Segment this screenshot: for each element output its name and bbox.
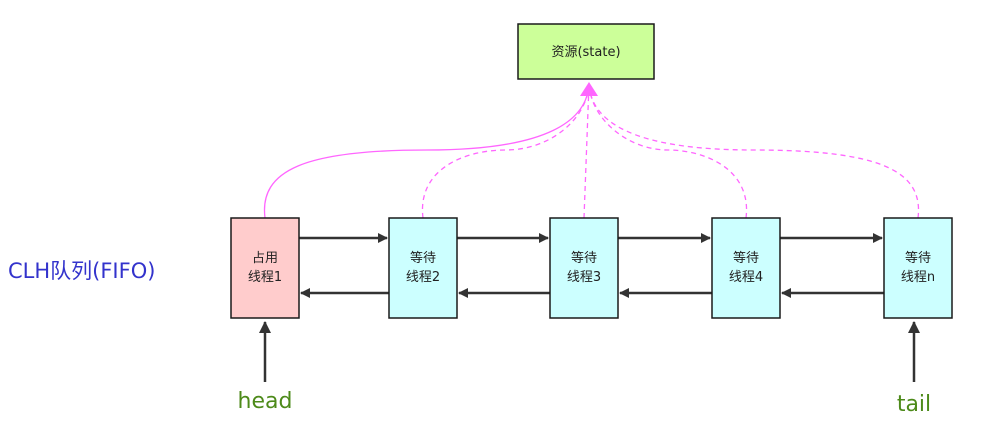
- node-line1: 等待: [905, 250, 931, 266]
- node-line2: 线程4: [729, 270, 763, 285]
- node-line2: 线程3: [567, 270, 601, 285]
- node-line1: 等待: [571, 250, 597, 266]
- node-line1: 占用: [252, 251, 278, 266]
- queue-node-box: [549, 217, 619, 319]
- node-links: [299, 233, 884, 298]
- node-line2: 线程2: [406, 270, 440, 285]
- state-links: [263, 83, 920, 219]
- queue-node-box: [388, 217, 458, 319]
- queue-node-box: [711, 217, 781, 319]
- state-arrow-head: [580, 82, 598, 96]
- node-line2: 线程1: [248, 270, 282, 285]
- tail-label: tail: [897, 392, 931, 417]
- node-line1: 等待: [733, 250, 759, 266]
- state-link-4: [588, 83, 748, 219]
- head-label: head: [238, 389, 293, 414]
- resource-label: 资源(state): [551, 45, 620, 60]
- queue-node-box: [230, 217, 300, 319]
- queue-label: CLH队列(FIFO): [8, 259, 155, 283]
- state-link-3: [583, 83, 590, 219]
- state-link-1: [263, 83, 590, 219]
- state-link-2: [421, 83, 590, 219]
- node-line2: 线程n: [901, 270, 935, 285]
- state-link-5: [588, 83, 920, 219]
- queue-node-box: [883, 217, 953, 319]
- node-line1: 等待: [410, 250, 436, 266]
- resource-box: [517, 23, 655, 80]
